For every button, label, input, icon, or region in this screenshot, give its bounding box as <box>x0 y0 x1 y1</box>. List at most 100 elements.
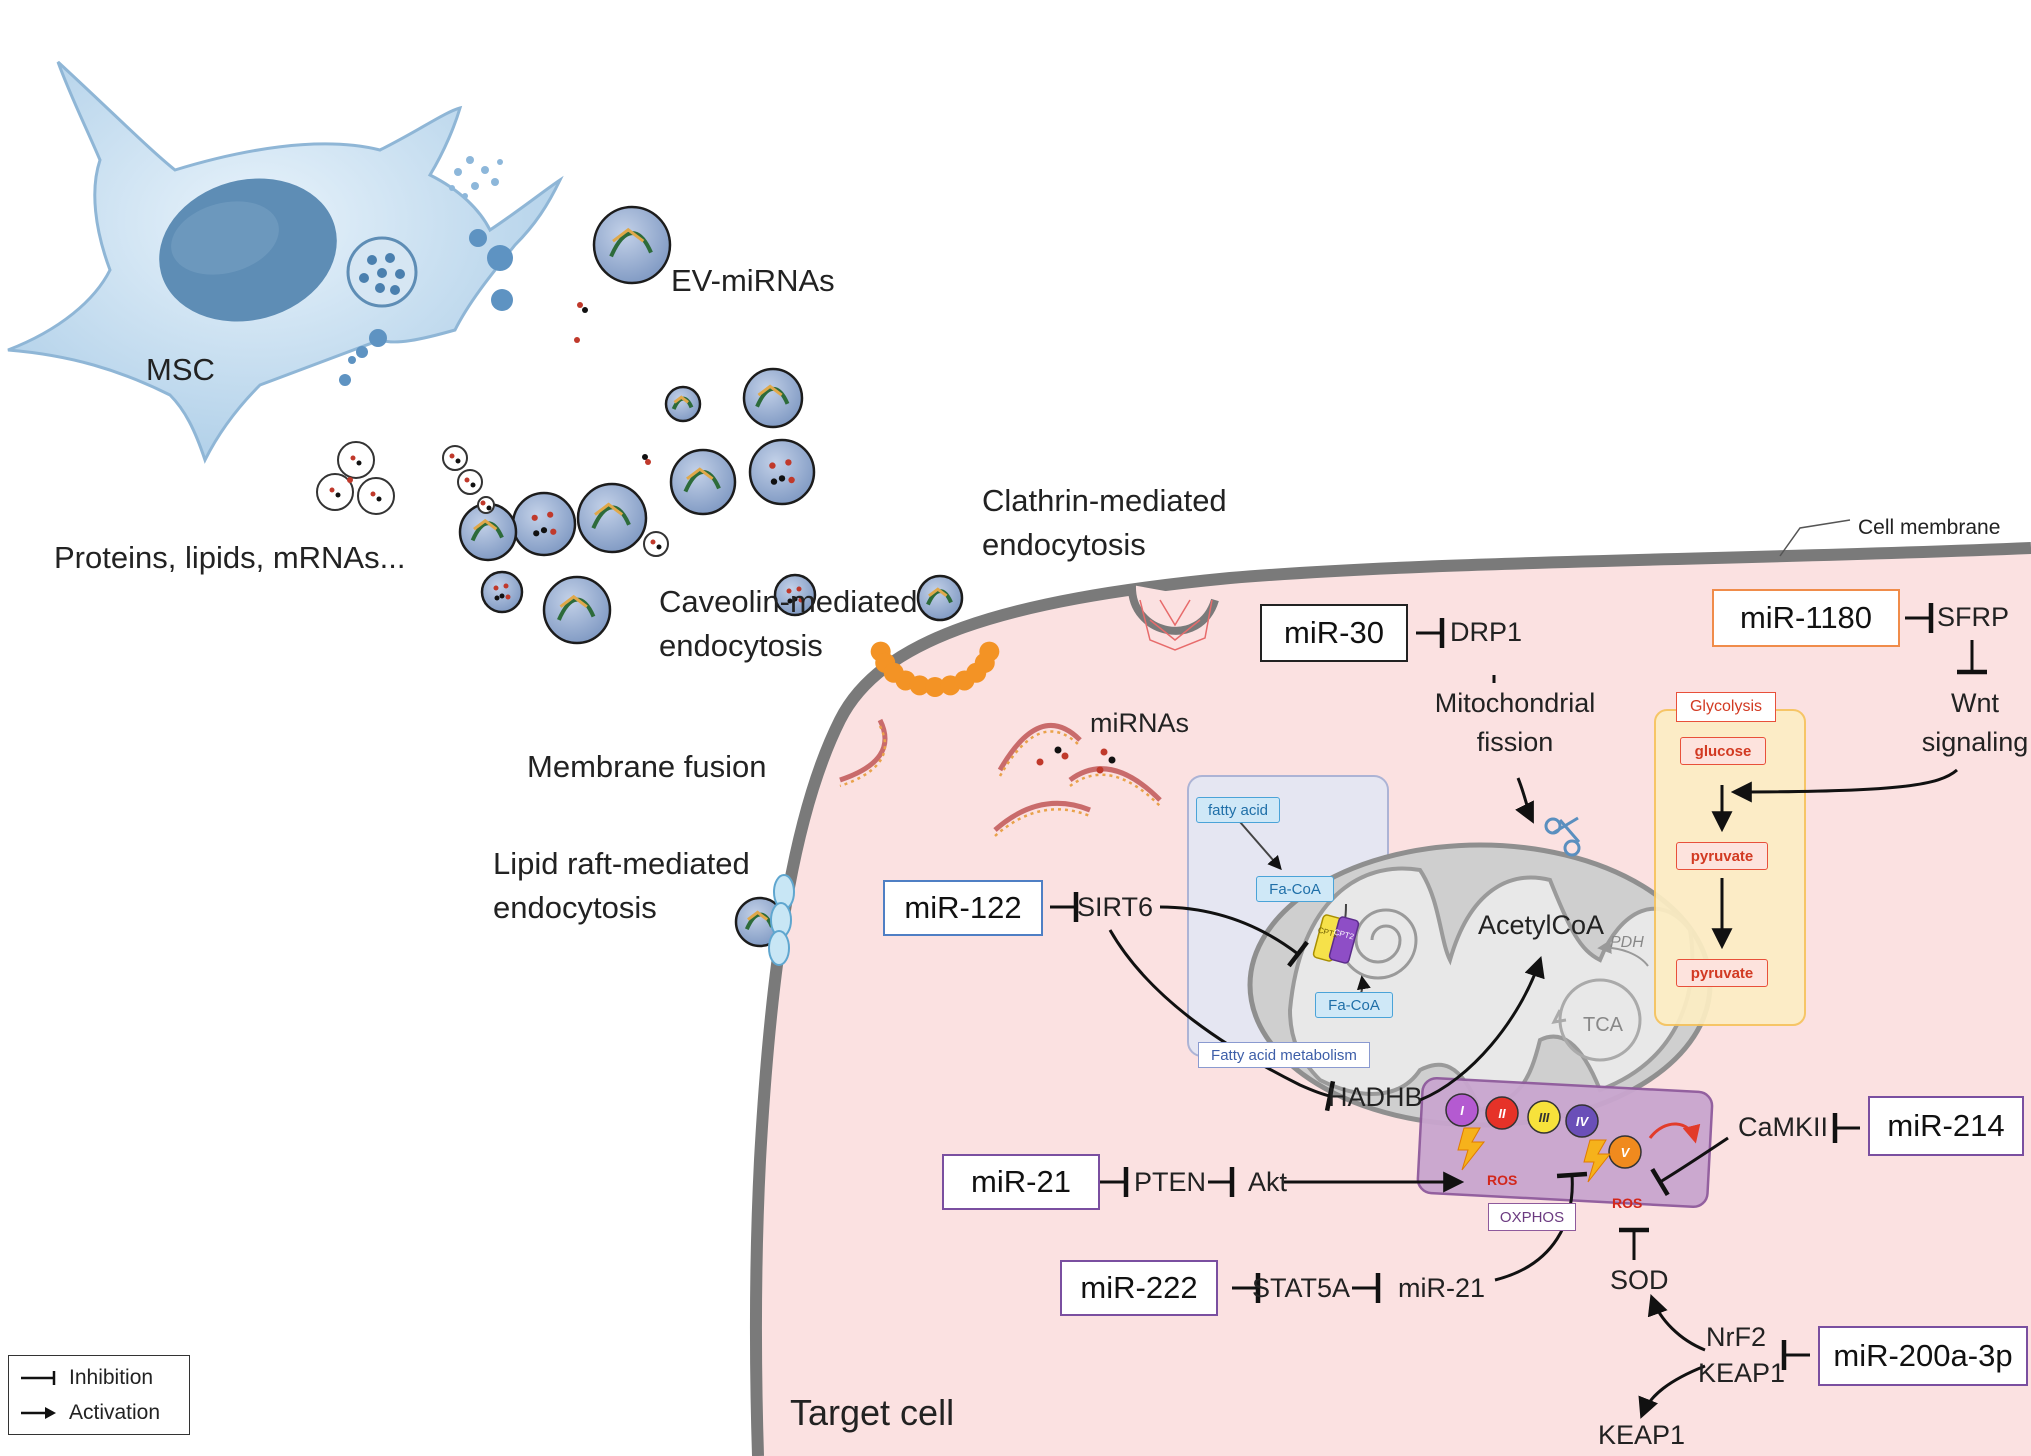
ev-vesicle <box>511 491 577 557</box>
cpt-transporter <box>1312 914 1360 964</box>
glycolysis-title: Glycolysis <box>1676 692 1776 722</box>
mir-222-box: miR-222 <box>1060 1260 1218 1316</box>
msc-cell <box>7 60 564 464</box>
ev-vesicle <box>643 531 669 557</box>
legend-activation-label: Activation <box>69 1401 161 1424</box>
legend-activation: Activation <box>19 1398 184 1428</box>
mirna-strand <box>997 722 1082 772</box>
mir-200a-3p-box: miR-200a-3p <box>1818 1326 2028 1386</box>
lipid-raft <box>768 874 795 966</box>
cell-membrane-label: Cell membrane <box>1858 516 2001 539</box>
pdh-label: PDH <box>1610 934 1644 951</box>
ev-vesicle <box>457 469 483 495</box>
wnt-signaling-label: Wnt signaling <box>1920 688 2030 758</box>
mirna-dot <box>1061 752 1069 760</box>
scissors-icon <box>1544 816 1581 857</box>
etc-complex-label: V <box>1620 1144 1630 1160</box>
drp1-label: DRP1 <box>1450 617 1523 647</box>
sod-label: SOD <box>1610 1265 1669 1295</box>
cargo-label: Proteins, lipids, mRNAs... <box>54 540 406 575</box>
proton-arrow-icon <box>1648 1122 1701 1144</box>
ev-vesicle <box>542 575 612 645</box>
ev-vesicle <box>316 473 354 511</box>
caveolin-label-line2: endocytosis <box>659 627 823 663</box>
mirnas-label: miRNAs <box>1090 708 1189 738</box>
mir-214-box: miR-214 <box>1868 1096 2024 1156</box>
legend-inhibition: Inhibition <box>19 1363 184 1393</box>
etc-complex <box>1565 1104 1599 1138</box>
keap1-released-label: KEAP1 <box>1598 1420 1686 1450</box>
budding-vesicles <box>339 229 513 386</box>
msc-label: MSC <box>146 352 215 387</box>
ev-vesicle <box>337 441 375 479</box>
etc-complexes <box>1445 1093 1642 1169</box>
clathrin-label-line1: Clathrin-mediated <box>982 483 1227 518</box>
caveolin-label-line1: Caveolin-mediated <box>659 584 918 619</box>
caveolin-label: Caveolin-mediated endocytosis <box>659 584 917 663</box>
mirna-dot <box>1100 748 1108 756</box>
nrf2-label: NrF2 <box>1706 1322 1766 1352</box>
camkii-label: CaMKII <box>1738 1112 1829 1142</box>
msc-nucleus <box>159 178 337 322</box>
clathrin-pit <box>1127 584 1219 651</box>
etc-complex <box>1608 1135 1642 1169</box>
ev-vesicle <box>664 385 702 423</box>
fa-coa-bottom-chip: Fa-CoA <box>1315 992 1393 1018</box>
keap1-label: KEAP1 <box>1698 1358 1786 1388</box>
ev-vesicle <box>458 502 518 562</box>
mirna-strand <box>1068 766 1162 802</box>
ev-vesicle <box>442 445 468 471</box>
mir-21-target-label: miR-21 <box>1398 1273 1486 1303</box>
ros-right-label: ROS <box>1612 1195 1643 1211</box>
lightning-icon <box>1457 1127 1612 1183</box>
ev-vesicle <box>748 438 816 506</box>
sirt6-label: SIRT6 <box>1077 892 1154 922</box>
mitochondrial-fission-line2: fission <box>1476 727 1554 758</box>
cargo-dot <box>577 302 583 308</box>
etc-complex-label: I <box>1460 1102 1464 1118</box>
cargo-dot <box>645 459 651 465</box>
membrane-pointer <box>1779 519 1851 557</box>
lipid-raft-label-line2: endocytosis <box>493 889 657 925</box>
acetylcoa-label: AcetylCoA <box>1478 910 1605 940</box>
stat5a-label: STAT5A <box>1252 1273 1351 1303</box>
mirna-strand <box>839 718 888 783</box>
ev-mirnas-label: EV-miRNAs <box>671 263 835 298</box>
pten-label: PTEN <box>1134 1167 1207 1197</box>
caveolin-bead <box>979 641 1000 662</box>
etc-complex-label: IV <box>1575 1113 1589 1129</box>
caveolin-bead <box>925 677 945 697</box>
lipid-raft-label-line1: Lipid raft-mediated <box>493 846 750 881</box>
mirna-dot <box>1108 756 1116 764</box>
etc-complex <box>1485 1096 1519 1130</box>
glucose-chip: glucose <box>1680 737 1766 765</box>
fatty-acid-chip: fatty acid <box>1196 797 1280 823</box>
ev-vesicle <box>477 496 495 514</box>
lipid-raft-label: Lipid raft-mediated endocytosis <box>493 846 750 925</box>
ev-vesicle <box>669 448 737 516</box>
caveolin-coat <box>870 641 1000 697</box>
mirna-strand <box>993 800 1091 832</box>
tca-label: TCA <box>1583 1014 1623 1036</box>
legend-inhibition-label: Inhibition <box>69 1366 154 1389</box>
ev-vesicle <box>480 570 524 614</box>
ros-left-label: ROS <box>1487 1172 1518 1188</box>
ev-vesicle <box>773 573 817 617</box>
target-cell-label: Target cell <box>790 1392 955 1433</box>
cargo-dot <box>574 337 580 343</box>
pyruvate-chip-1: pyruvate <box>1676 842 1768 870</box>
mirna-dot <box>1036 758 1044 766</box>
hadhb-label: HADHB <box>1328 1082 1423 1112</box>
ev-vesicle <box>357 477 395 515</box>
activation-icon <box>21 1407 56 1419</box>
etc-complex-label: III <box>1538 1109 1550 1125</box>
sfrp-label: SFRP <box>1937 602 2010 632</box>
target-cell-membrane <box>749 542 2031 1456</box>
ev-vesicle <box>592 205 672 285</box>
ev-vesicle <box>576 482 648 554</box>
membrane-fusion-label: Membrane fusion <box>527 749 767 784</box>
cargo-dot <box>642 454 648 460</box>
mirna-strands <box>839 718 1162 837</box>
mir-30-box: miR-30 <box>1260 604 1408 662</box>
